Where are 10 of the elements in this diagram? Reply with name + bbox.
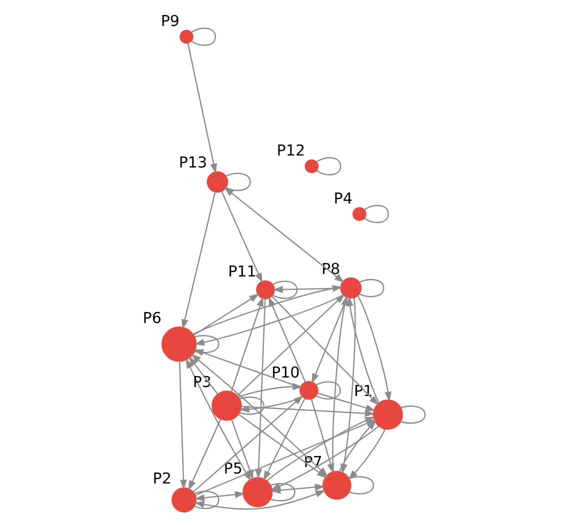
node-label: P6 (142, 308, 161, 326)
node-label: P4 (333, 188, 352, 207)
node-label: P9 (160, 12, 180, 30)
node-label: P11 (228, 262, 256, 280)
node-label: P2 (152, 469, 171, 488)
node-label: P8 (320, 259, 340, 278)
node-label: P5 (223, 458, 242, 477)
node-label: P10 (271, 362, 300, 381)
node-label: P13 (178, 153, 207, 172)
node-label: P12 (276, 141, 305, 160)
